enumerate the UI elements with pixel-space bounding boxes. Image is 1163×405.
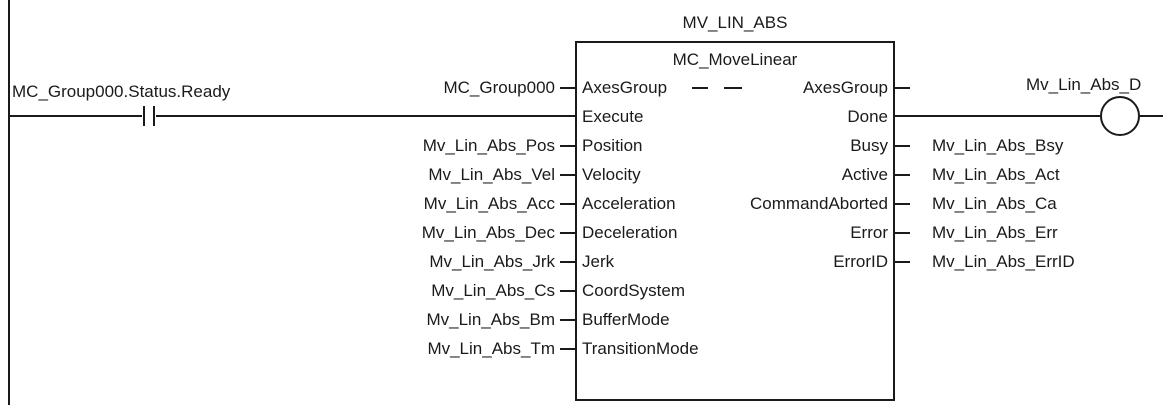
output-variable: Mv_Lin_Abs_Err xyxy=(932,223,1058,242)
output-pin-label: Done xyxy=(847,107,888,126)
input-variable: Mv_Lin_Abs_Cs xyxy=(431,281,555,300)
function-block-box xyxy=(575,41,895,401)
fb-type-name: MC_MoveLinear xyxy=(672,50,798,69)
output-variable: Mv_Lin_Abs_Act xyxy=(932,165,1060,184)
input-pin-label: BufferMode xyxy=(582,310,670,329)
input-pin-label: Velocity xyxy=(582,165,641,184)
input-variable: Mv_Lin_Abs_Jrk xyxy=(429,252,555,271)
contact-symbol xyxy=(143,106,155,126)
input-variable: Mv_Lin_Abs_Acc xyxy=(423,194,555,213)
output-pin-label: AxesGroup xyxy=(802,78,888,97)
input-pin-label: AxesGroup xyxy=(582,78,668,97)
input-pin-label: TransitionMode xyxy=(582,339,699,358)
input-pin-label: Acceleration xyxy=(582,194,676,213)
output-variable: Mv_Lin_Abs_Bsy xyxy=(932,136,1064,155)
coil-symbol xyxy=(1100,96,1140,136)
input-pin-label: Jerk xyxy=(582,252,615,271)
input-pin-label: Position xyxy=(582,136,643,155)
input-variable: Mv_Lin_Abs_Bm xyxy=(426,310,555,329)
instance-name: MV_LIN_ABS xyxy=(682,13,788,32)
input-variable: Mv_Lin_Abs_Tm xyxy=(427,339,555,358)
output-pin-label: Error xyxy=(850,223,888,242)
output-variable: Mv_Lin_Abs_Ca xyxy=(932,194,1057,213)
output-pin-label: ErrorID xyxy=(833,252,888,271)
input-variable: Mv_Lin_Abs_Dec xyxy=(421,223,555,242)
output-variable: Mv_Lin_Abs_ErrID xyxy=(932,252,1075,271)
input-pin-label: Execute xyxy=(582,107,644,126)
contact-label: MC_Group000.Status.Ready xyxy=(12,82,231,101)
input-pin-label: CoordSystem xyxy=(582,281,685,300)
input-variable: Mv_Lin_Abs_Pos xyxy=(422,136,555,155)
input-variable: MC_Group000 xyxy=(443,78,555,97)
input-variable: Mv_Lin_Abs_Vel xyxy=(428,165,555,184)
input-pin-label: Deceleration xyxy=(582,223,678,242)
output-pin-label: Active xyxy=(841,165,888,184)
output-pin-label: CommandAborted xyxy=(750,194,888,213)
coil-label: Mv_Lin_Abs_D xyxy=(1026,75,1142,94)
output-pin-label: Busy xyxy=(850,136,888,155)
